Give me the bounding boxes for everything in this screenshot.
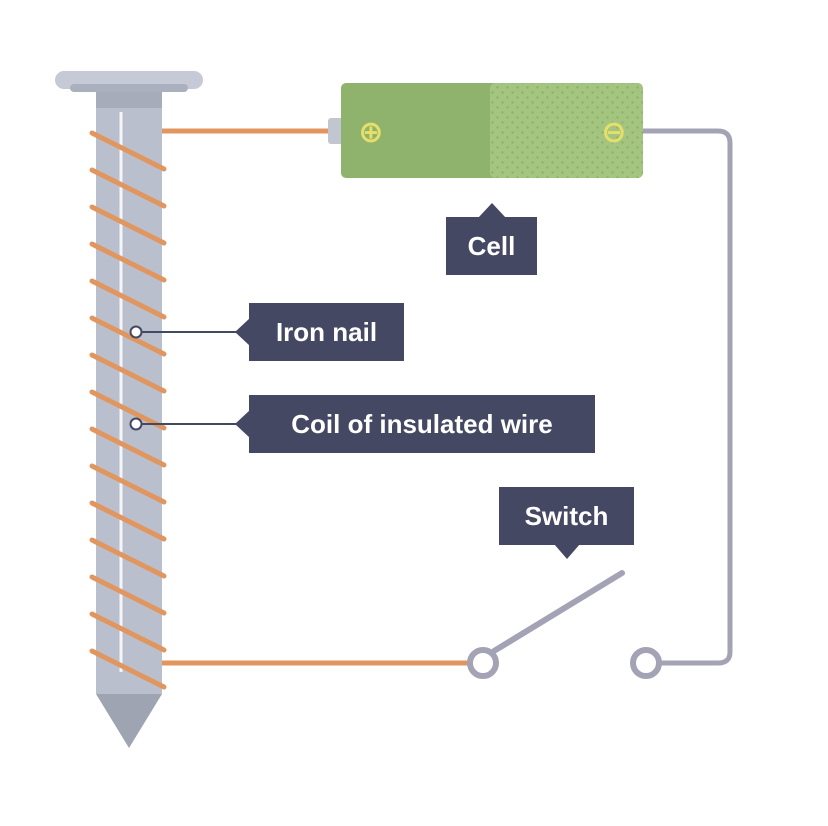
coil [89, 130, 167, 690]
coil-label: Coil of insulated wire [235, 395, 595, 453]
battery-terminal [328, 118, 344, 144]
positive-icon: ⊕ [358, 115, 383, 150]
iron-nail-label-text: Iron nail [276, 317, 377, 347]
coil-winding [89, 352, 167, 394]
coil-winding [89, 315, 167, 357]
switch-terminal-left [467, 647, 499, 679]
iron-nail-label: Iron nail [235, 303, 404, 361]
coil-winding [89, 130, 167, 172]
nail-shaft [96, 92, 162, 694]
nail-shaft-shadow [96, 92, 162, 108]
coil-label-text: Coil of insulated wire [291, 409, 552, 439]
coil-label-box [249, 395, 595, 453]
negative-icon: ⊖ [601, 115, 626, 150]
coil-winding [89, 389, 167, 431]
iron-nail-marker [129, 325, 143, 339]
switch-label-text: Switch [525, 501, 609, 531]
coil-marker [129, 417, 143, 431]
coil-winding [89, 500, 167, 542]
switch-lever [491, 570, 625, 654]
return-wire [642, 128, 733, 666]
battery-body-left [341, 83, 501, 178]
coil-winding [89, 537, 167, 579]
battery-dot-pattern [490, 83, 643, 178]
coil-winding [89, 648, 167, 690]
coil-winding [89, 167, 167, 209]
coil-winding [89, 426, 167, 468]
iron-nail-label-box [249, 303, 404, 361]
coil-winding [89, 463, 167, 505]
cell-battery: ⊕ ⊖ [328, 83, 643, 178]
cell-label-text: Cell [468, 231, 516, 261]
switch [467, 570, 662, 679]
cell-label-pointer [478, 203, 506, 218]
switch-label-box [499, 487, 634, 545]
cell-label-box [446, 217, 537, 275]
nail-tip [96, 694, 162, 748]
switch-label-pointer [554, 544, 580, 559]
switch-label: Switch [499, 487, 634, 559]
cell-label: Cell [446, 203, 537, 275]
coil-winding [89, 204, 167, 246]
coil-winding [89, 241, 167, 283]
coil-winding [89, 574, 167, 616]
iron-nail-label-pointer [235, 318, 250, 346]
coil-winding [89, 278, 167, 320]
nail-head-underside [70, 84, 188, 92]
coil-winding [89, 611, 167, 653]
switch-terminal-right [630, 647, 662, 679]
coil-label-pointer [235, 410, 250, 438]
